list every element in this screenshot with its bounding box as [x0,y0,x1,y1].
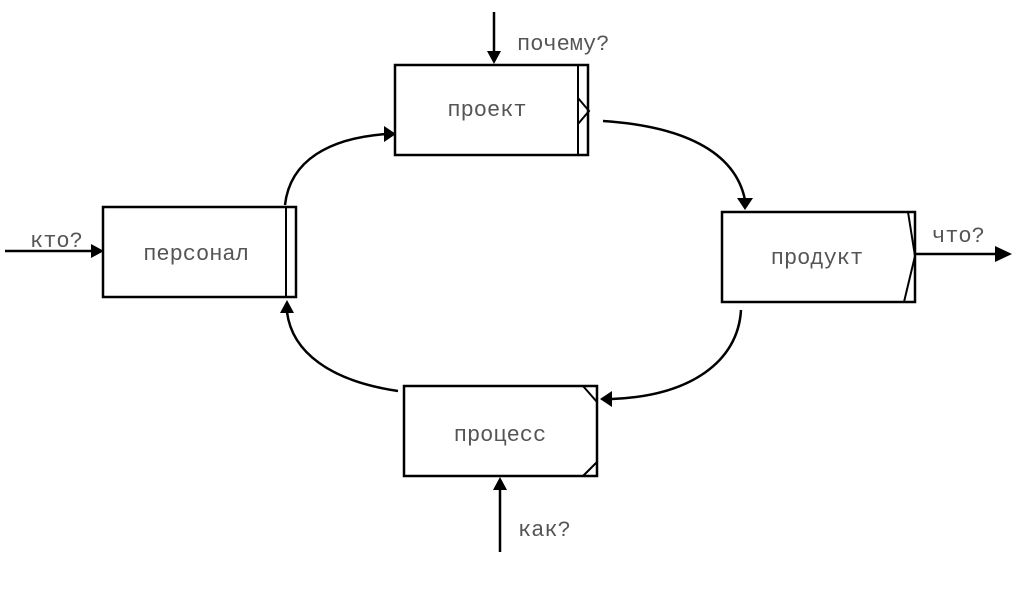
arrowhead-icon [995,246,1012,262]
why-input-arrow: почему? [487,12,609,64]
project-box: проект [393,63,591,157]
flow-process-to-personnel [280,300,399,393]
arrowhead-icon [91,244,104,258]
personnel-box: персонал [101,205,298,299]
process-label: процесс [454,423,546,448]
product-label: продукт [771,246,863,271]
flow-personnel-to-project [283,126,396,206]
arrowhead-icon [493,477,507,490]
arrowhead-icon [384,126,396,142]
how-label: как? [518,518,571,543]
what-label: что? [932,224,985,249]
arrowhead-icon [600,391,612,407]
project-label: проект [447,98,526,123]
arrowhead-icon [487,51,501,64]
flow-project-to-product [602,119,753,210]
who-input-arrow: кто? [5,229,104,258]
flow-product-to-process [600,309,743,407]
arrowhead-icon [737,198,753,210]
personnel-label: персонал [143,242,249,267]
why-label: почему? [517,32,609,57]
product-box: продукт [720,210,917,304]
arrowhead-icon [280,300,294,313]
process-box: процесс [402,384,599,478]
what-output-arrow: что? [916,224,1012,262]
who-label: кто? [30,229,83,254]
how-input-arrow: как? [493,477,571,552]
